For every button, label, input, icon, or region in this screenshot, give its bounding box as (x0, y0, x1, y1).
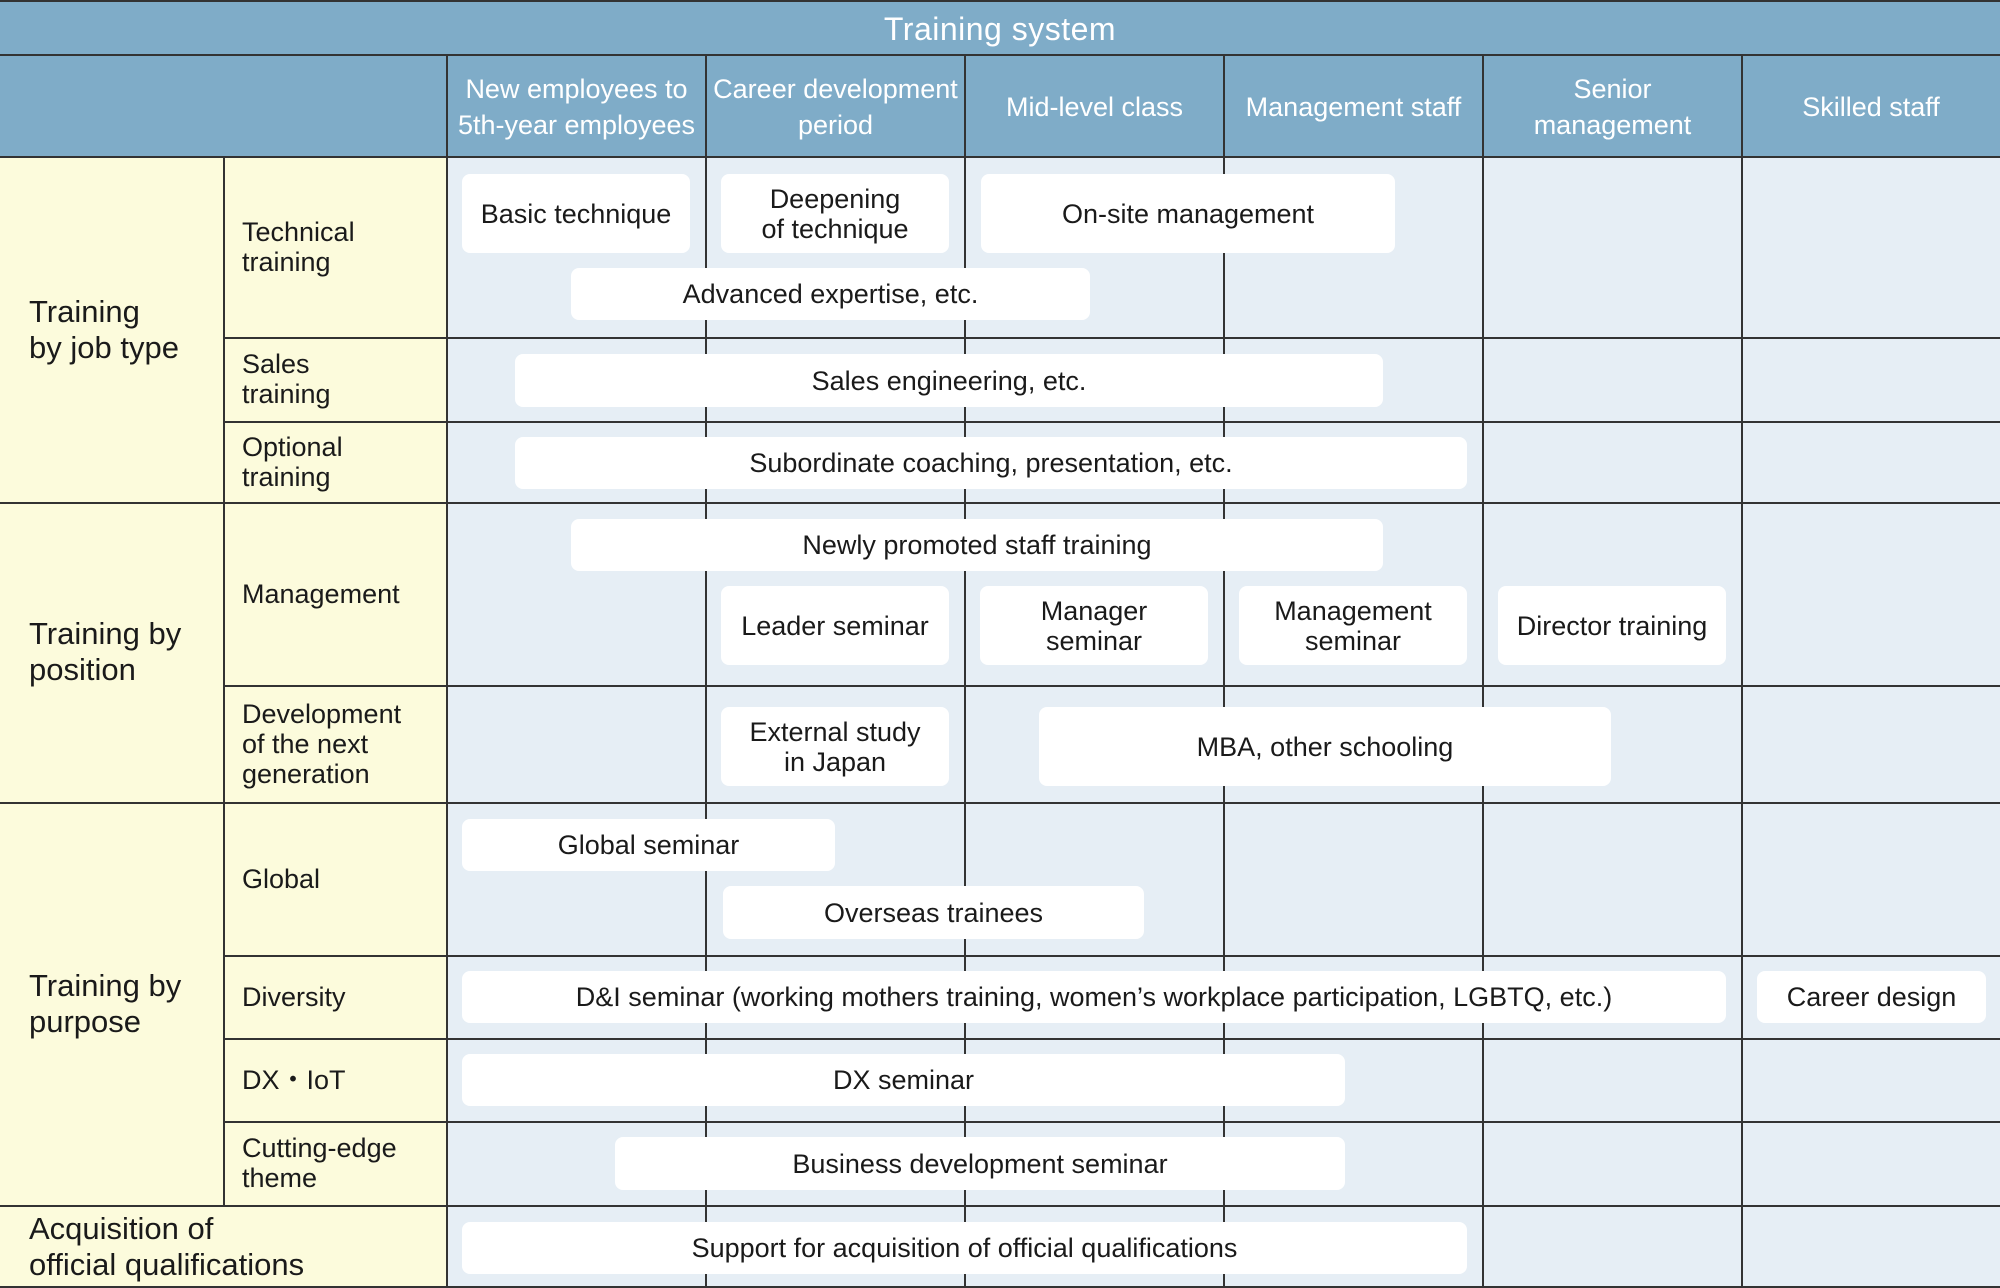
gridline (224, 421, 2000, 423)
gridline (0, 802, 2000, 804)
program-business-development: Business development seminar (615, 1137, 1345, 1190)
gridline (0, 0, 2000, 2)
gridline (0, 54, 2000, 56)
row-label-cutting-edge: Cutting-edge theme (242, 1133, 397, 1193)
gridline (446, 54, 448, 1288)
program-di-seminar: D&I seminar (working mothers training, w… (462, 971, 1726, 1023)
program-advanced-expertise: Advanced expertise, etc. (571, 268, 1090, 320)
gridline (224, 1038, 2000, 1040)
gridline (223, 157, 225, 1205)
program-basic-technique: Basic technique (462, 174, 690, 253)
program-overseas-trainees: Overseas trainees (723, 886, 1144, 939)
program-newly-promoted: Newly promoted staff training (571, 519, 1383, 571)
program-management-seminar: Management seminar (1239, 586, 1467, 665)
row-label-optional-training: Optional training (242, 431, 343, 492)
gridline (1741, 54, 1743, 1288)
gridline (0, 502, 2000, 504)
program-mba: MBA, other schooling (1039, 707, 1611, 786)
group-label-position: Training by position (29, 616, 182, 687)
gridline (224, 337, 2000, 339)
row-label-technical-training: Technical training (242, 217, 355, 277)
column-header-skilled-staff: Skilled staff (1802, 91, 1940, 122)
gridline (224, 955, 2000, 957)
column-header-senior-management: Senior management (1533, 73, 1692, 140)
gridline (0, 156, 2000, 158)
header-band (0, 0, 2000, 157)
gridline (1482, 54, 1484, 1288)
column-header-career-development: Career development period (713, 73, 958, 140)
row-label-dx-iot: DX・IoT (242, 1064, 346, 1095)
gridline (0, 1205, 2000, 1207)
program-dx-seminar: DX seminar (462, 1054, 1345, 1106)
program-official-qualifications: Support for acquisition of official qual… (462, 1222, 1467, 1274)
program-career-design: Career design (1757, 971, 1986, 1023)
row-label-next-generation: Development of the next generation (242, 698, 402, 789)
column-header-new-employees: New employees to 5th-year employees (457, 73, 696, 140)
column-header-mid-level: Mid-level class (1005, 91, 1184, 122)
program-deepening-technique: Deepening of technique (721, 174, 949, 253)
program-on-site-management: On-site management (981, 174, 1395, 253)
program-director-training: Director training (1498, 586, 1726, 665)
column-header-management-staff: Management staff (1245, 91, 1462, 122)
row-label-management: Management (242, 578, 400, 609)
group-label-job-type: Training by job type (29, 293, 179, 365)
row-label-global: Global (242, 863, 321, 894)
group-label-qualifications: Acquisition of official qualifications (29, 1210, 305, 1282)
program-sales-engineering: Sales engineering, etc. (515, 354, 1383, 407)
gridline (0, 1286, 2000, 1288)
group-label-purpose: Training by purpose (29, 967, 182, 1039)
gridline (1223, 54, 1225, 1288)
gridline (964, 54, 966, 1288)
program-subordinate-coaching: Subordinate coaching, presentation, etc. (515, 437, 1467, 489)
program-global-seminar: Global seminar (462, 819, 835, 871)
gridline (224, 1121, 2000, 1123)
gridline (705, 54, 707, 1288)
row-label-sales-training: Sales training (242, 349, 331, 409)
gridline (224, 685, 2000, 687)
program-leader-seminar: Leader seminar (721, 586, 949, 665)
program-manager-seminar: Manager seminar (980, 586, 1208, 665)
row-label-diversity: Diversity (242, 981, 346, 1012)
program-external-study: External study in Japan (721, 707, 949, 786)
diagram-title: Training system (883, 10, 1117, 47)
